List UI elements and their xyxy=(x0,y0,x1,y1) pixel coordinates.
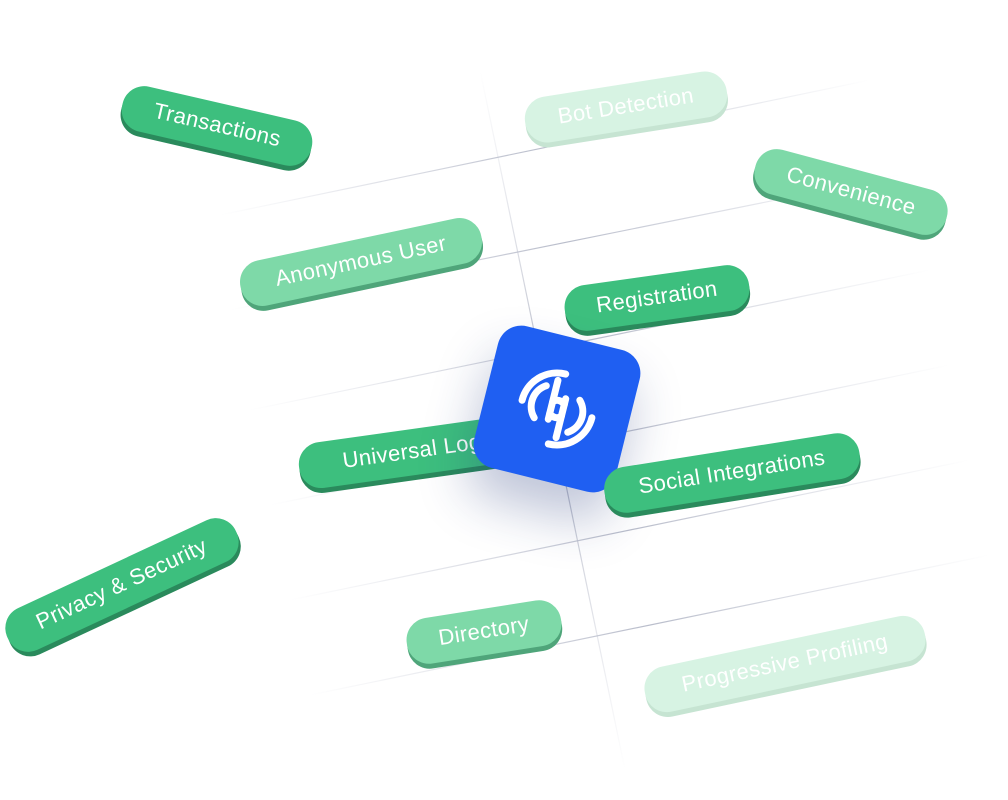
grid-line xyxy=(249,269,931,411)
app-logo xyxy=(468,320,646,498)
swirl-logo-icon xyxy=(518,369,596,449)
grid-line xyxy=(289,459,971,601)
grid-line xyxy=(219,79,871,216)
grid-line xyxy=(309,554,991,696)
